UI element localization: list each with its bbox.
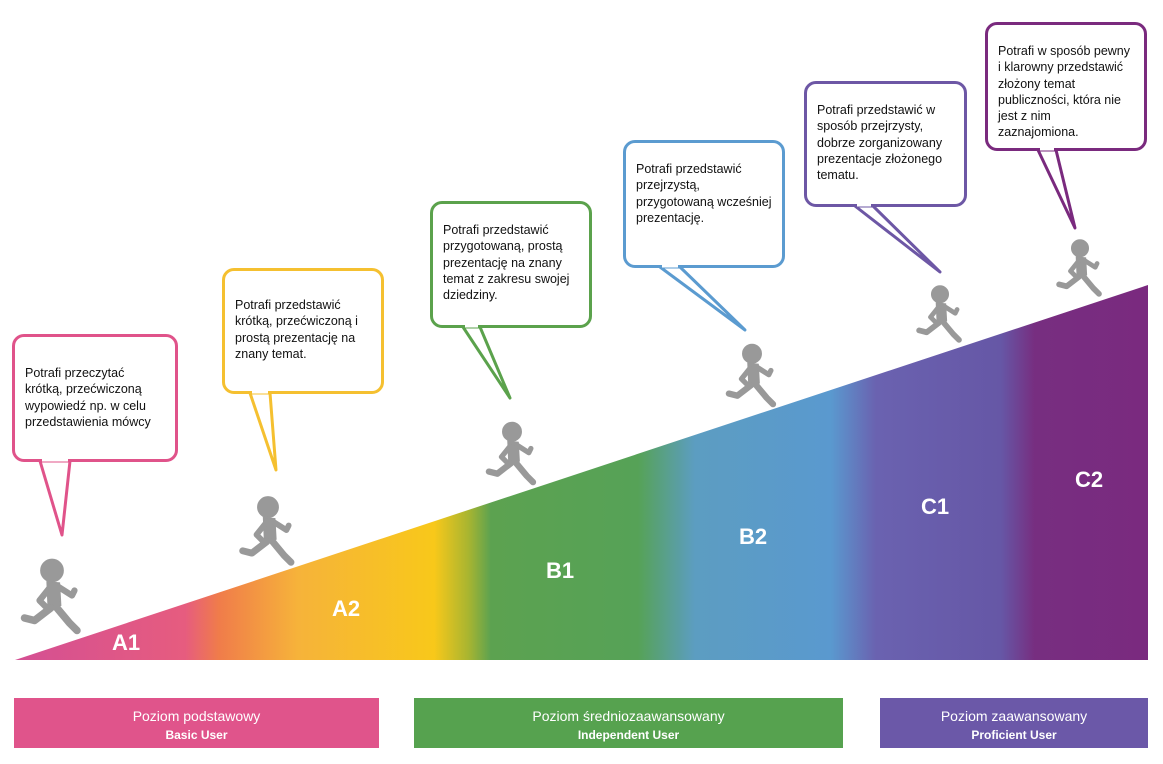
speech-bubble-b1: Potrafi przedstawić przygotowaną, prostą… bbox=[430, 201, 592, 328]
band-proficient-user-pl: Poziom zaawansowany bbox=[940, 708, 1088, 724]
band-proficient-user: Poziom zaawansowany Proficient User bbox=[880, 698, 1148, 748]
level-code-b2: B2 bbox=[739, 524, 767, 549]
proficiency-ramp bbox=[15, 285, 1148, 660]
running-person-icon bbox=[1059, 240, 1099, 294]
level-code-b1: B1 bbox=[546, 558, 574, 583]
band-independent-user-en: Independent User bbox=[577, 728, 680, 742]
band-basic-user-pl: Poziom podstawowy bbox=[132, 708, 261, 724]
band-basic-user-en: Basic User bbox=[165, 728, 228, 742]
level-code-c2: C2 bbox=[1075, 467, 1103, 492]
level-code-a2: A2 bbox=[332, 596, 360, 621]
speech-bubble-c2: Potrafi w sposób pewny i klarowny przeds… bbox=[985, 22, 1147, 151]
running-person-icon bbox=[243, 497, 291, 563]
running-person-icon bbox=[729, 344, 773, 404]
band-proficient-user-en: Proficient User bbox=[971, 728, 1057, 742]
running-person-icon bbox=[919, 286, 959, 340]
band-independent-user: Poziom średniozaawansowany Independent U… bbox=[414, 698, 843, 748]
level-code-c1: C1 bbox=[921, 494, 949, 519]
speech-bubble-b2: Potrafi przedstawić przejrzystą, przygot… bbox=[623, 140, 785, 268]
speech-bubble-a1: Potrafi przeczytać krótką, przećwiczoną … bbox=[12, 334, 178, 462]
band-independent-user-pl: Poziom średniozaawansowany bbox=[532, 708, 725, 724]
level-code-a1: A1 bbox=[112, 630, 140, 655]
level-codes: A1 A2 B1 B2 C1 C2 bbox=[112, 467, 1103, 655]
running-person-icon bbox=[25, 559, 78, 630]
speech-bubble-a2: Potrafi przedstawić krótką, przećwiczoną… bbox=[222, 268, 384, 394]
running-person-icon bbox=[489, 422, 533, 482]
band-basic-user: Poziom podstawowy Basic User bbox=[14, 698, 379, 748]
speech-bubble-c1: Potrafi przedstawić w sposób przejrzysty… bbox=[804, 81, 967, 207]
